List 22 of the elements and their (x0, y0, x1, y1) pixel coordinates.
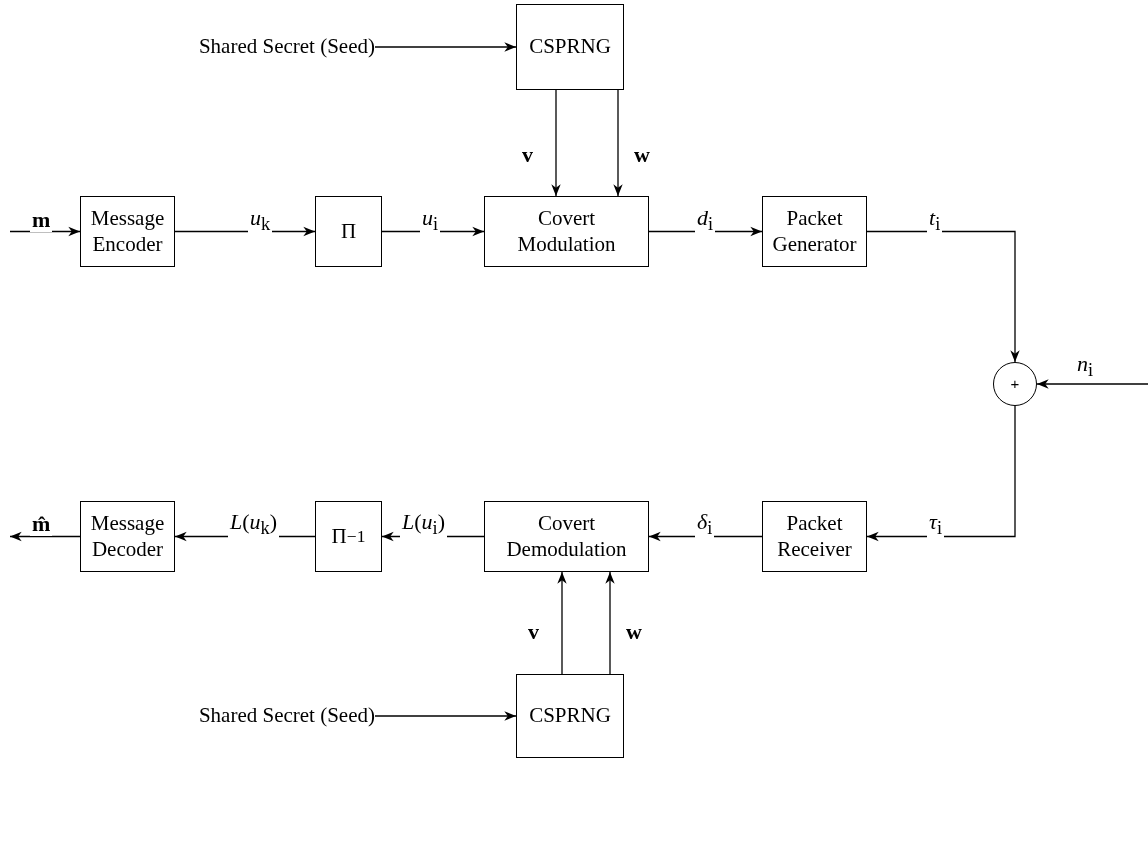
process-box: Covert Demodulation (484, 501, 649, 572)
arrow (374, 42, 517, 52)
summing-junction: + (993, 362, 1037, 406)
process-box: Covert Modulation (484, 196, 649, 267)
arrow (9, 531, 81, 542)
process-box: Packet Receiver (762, 501, 867, 572)
input-label: Shared Secret (Seed) (180, 701, 375, 731)
arrow (551, 89, 561, 197)
process-box: Message Decoder (80, 501, 175, 572)
arrow (613, 89, 623, 197)
arrow (866, 405, 1016, 542)
process-box: Message Encoder (80, 196, 175, 267)
process-box: Π (315, 196, 382, 267)
process-box: Packet Generator (762, 196, 867, 267)
process-box: CSPRNG (516, 674, 624, 758)
arrow (374, 711, 517, 721)
arrow (866, 230, 1020, 363)
arrow (605, 571, 615, 675)
input-label: Shared Secret (Seed) (180, 32, 375, 62)
process-box: CSPRNG (516, 4, 624, 90)
arrow (557, 571, 567, 675)
arrow (1036, 379, 1148, 389)
